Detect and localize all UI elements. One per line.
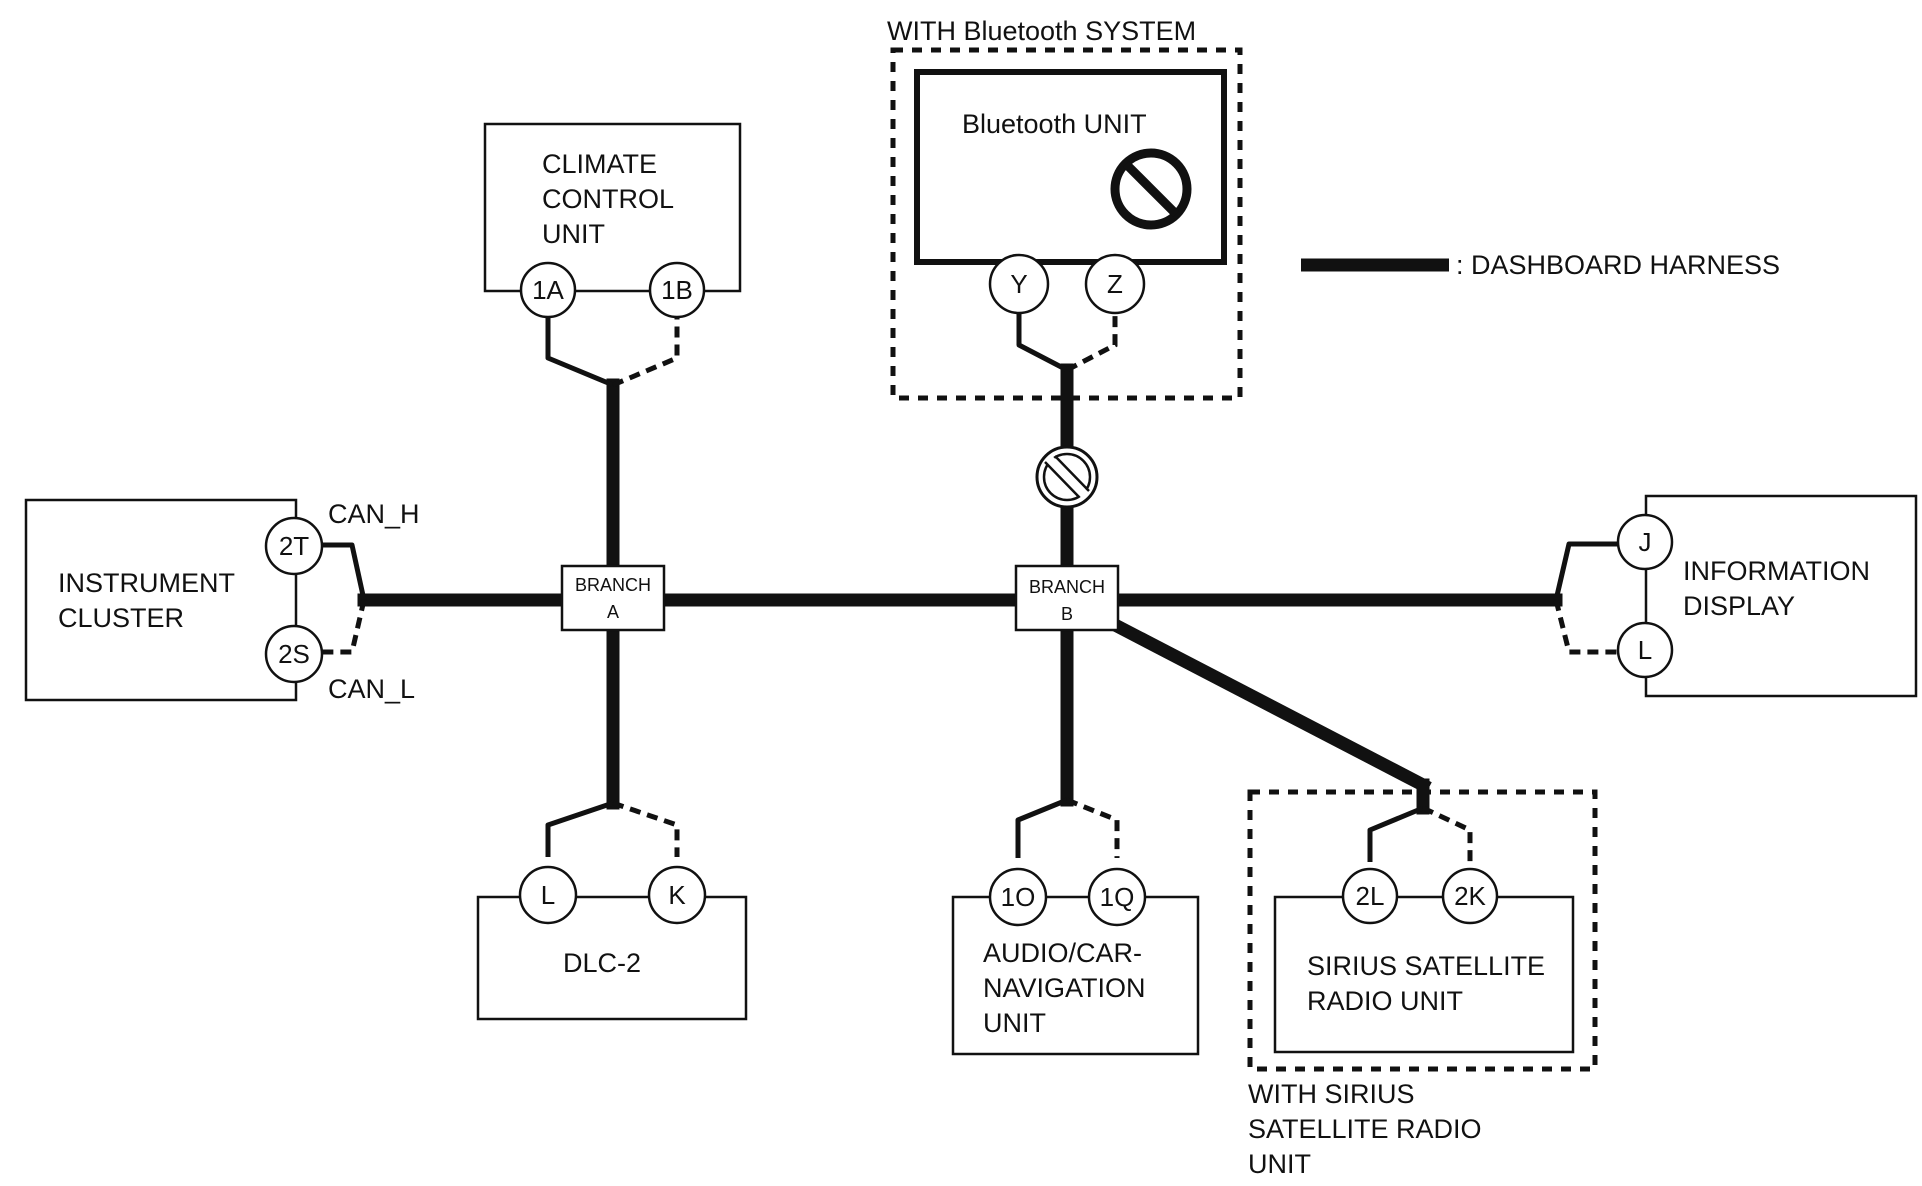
lead-1A	[545, 315, 614, 388]
svg-text:UNIT: UNIT	[1248, 1149, 1311, 1179]
dashboard-harness	[357, 363, 1563, 815]
connector-J-label: J	[1639, 527, 1652, 557]
lead-1B	[612, 315, 680, 388]
prohibited-icon	[1035, 445, 1099, 509]
dlc-2-box	[476, 895, 748, 1021]
lead-Z	[1065, 313, 1118, 373]
climate-control-unit-box	[483, 122, 742, 293]
audio-navigation-unit-label: AUDIO/CAR- NAVIGATION UNIT	[983, 938, 1146, 1038]
svg-text:AUDIO/CAR-: AUDIO/CAR-	[983, 938, 1142, 968]
svg-text:UNIT: UNIT	[542, 219, 605, 249]
svg-text:SATELLITE RADIO: SATELLITE RADIO	[1248, 1114, 1482, 1144]
branch-a-label: BRANCH A	[575, 575, 651, 622]
legend-label: : DASHBOARD HARNESS	[1456, 250, 1780, 280]
lead-2L	[1367, 805, 1424, 862]
connector-1B-circle	[648, 261, 706, 319]
audio-navigation-unit-box	[951, 895, 1200, 1056]
lead-J	[1553, 541, 1637, 601]
can-h-label: CAN_H	[328, 499, 420, 529]
information-display-box	[1644, 494, 1918, 698]
climate-control-unit-label: CLIMATE CONTROL UNIT	[542, 149, 674, 249]
connector-J-circle	[1616, 513, 1674, 571]
svg-text:CLUSTER: CLUSTER	[58, 603, 184, 633]
svg-text:A: A	[607, 602, 619, 622]
bluetooth-option-caption: WITH Bluetooth SYSTEM	[887, 16, 1196, 46]
connector-2K-circle	[1441, 867, 1499, 925]
connector-2S-label: 2S	[278, 639, 310, 669]
svg-text:NAVIGATION: NAVIGATION	[983, 973, 1146, 1003]
branch-a-block	[560, 564, 666, 632]
connector-1A-circle	[519, 261, 577, 319]
connector-L-info-circle	[1616, 621, 1674, 679]
bluetooth-option-enclosure	[890, 47, 1243, 401]
connector-Z-circle	[1084, 253, 1146, 315]
connector-labels: 1A 1B Y Z 2T 2S J L L K 1O 1Q 2L 2K	[278, 269, 1652, 912]
connector-Z-label: Z	[1107, 269, 1123, 299]
branch-b-block	[1014, 564, 1120, 632]
instrument-cluster-label: INSTRUMENT CLUSTER	[58, 568, 235, 633]
lead-2K	[1421, 805, 1473, 862]
instrument-cluster-box	[24, 498, 298, 702]
svg-text:CONTROL: CONTROL	[542, 184, 674, 214]
connector-2L-circle	[1341, 867, 1399, 925]
svg-text:DISPLAY: DISPLAY	[1683, 591, 1795, 621]
lead-L-info	[1553, 599, 1637, 655]
information-display-label: INFORMATION DISPLAY	[1683, 556, 1870, 621]
connector-1B-label: 1B	[661, 275, 693, 305]
can-h-leads	[322, 313, 1637, 862]
lead-Y	[1016, 313, 1069, 373]
connector-1Q-label: 1Q	[1100, 882, 1135, 912]
lead-1Q	[1066, 797, 1120, 858]
connector-2K-label: 2K	[1454, 881, 1486, 911]
connector-1A-label: 1A	[532, 275, 564, 305]
sirius-radio-unit-box	[1273, 895, 1575, 1054]
connector-L-dlc-label: L	[541, 880, 555, 910]
connector-L-dlc-circle	[518, 865, 578, 925]
lead-L-dlc	[545, 800, 614, 857]
connector-K-circle	[647, 865, 707, 925]
connector-1Q-circle	[1087, 867, 1147, 927]
connector-K-label: K	[668, 880, 686, 910]
connector-Y-circle	[988, 253, 1050, 315]
svg-text:RADIO UNIT: RADIO UNIT	[1307, 986, 1463, 1016]
connector-2T-circle	[264, 516, 324, 576]
dlc-2-label: DLC-2	[563, 948, 641, 978]
svg-text:CLIMATE: CLIMATE	[542, 149, 657, 179]
svg-text:INSTRUMENT: INSTRUMENT	[58, 568, 235, 598]
bluetooth-unit-label: Bluetooth UNIT	[962, 109, 1147, 139]
connector-circles	[264, 253, 1674, 927]
sirius-option-enclosure	[1247, 789, 1598, 1072]
prohibited-icon	[1110, 148, 1192, 230]
connector-Y-label: Y	[1010, 269, 1027, 299]
lead-1O	[1015, 797, 1068, 858]
lead-2T	[322, 542, 367, 601]
svg-text:SIRIUS SATELLITE: SIRIUS SATELLITE	[1307, 951, 1545, 981]
harness-sirius-diagonal	[1058, 591, 1432, 794]
connector-2L-label: 2L	[1356, 881, 1385, 911]
sirius-option-caption: WITH SIRIUS SATELLITE RADIO UNIT	[1248, 1079, 1482, 1179]
svg-text:B: B	[1061, 604, 1073, 624]
branch-b-label: BRANCH B	[1029, 577, 1105, 624]
lead-2S	[322, 599, 367, 655]
svg-text:INFORMATION: INFORMATION	[1683, 556, 1870, 586]
connector-2S-circle	[264, 624, 324, 684]
connector-1O-circle	[988, 867, 1048, 927]
svg-text:BRANCH: BRANCH	[1029, 577, 1105, 597]
svg-text:UNIT: UNIT	[983, 1008, 1046, 1038]
svg-text:BRANCH: BRANCH	[575, 575, 651, 595]
can-l-label: CAN_L	[328, 674, 415, 704]
can-l-leads	[322, 313, 1637, 862]
connector-L-info-label: L	[1638, 635, 1652, 665]
bluetooth-unit-box	[914, 69, 1227, 265]
lead-K	[612, 800, 680, 857]
connector-1O-label: 1O	[1001, 882, 1036, 912]
connector-2T-label: 2T	[279, 531, 309, 561]
sirius-radio-unit-label: SIRIUS SATELLITE RADIO UNIT	[1307, 951, 1545, 1016]
svg-text:WITH SIRIUS: WITH SIRIUS	[1248, 1079, 1415, 1109]
